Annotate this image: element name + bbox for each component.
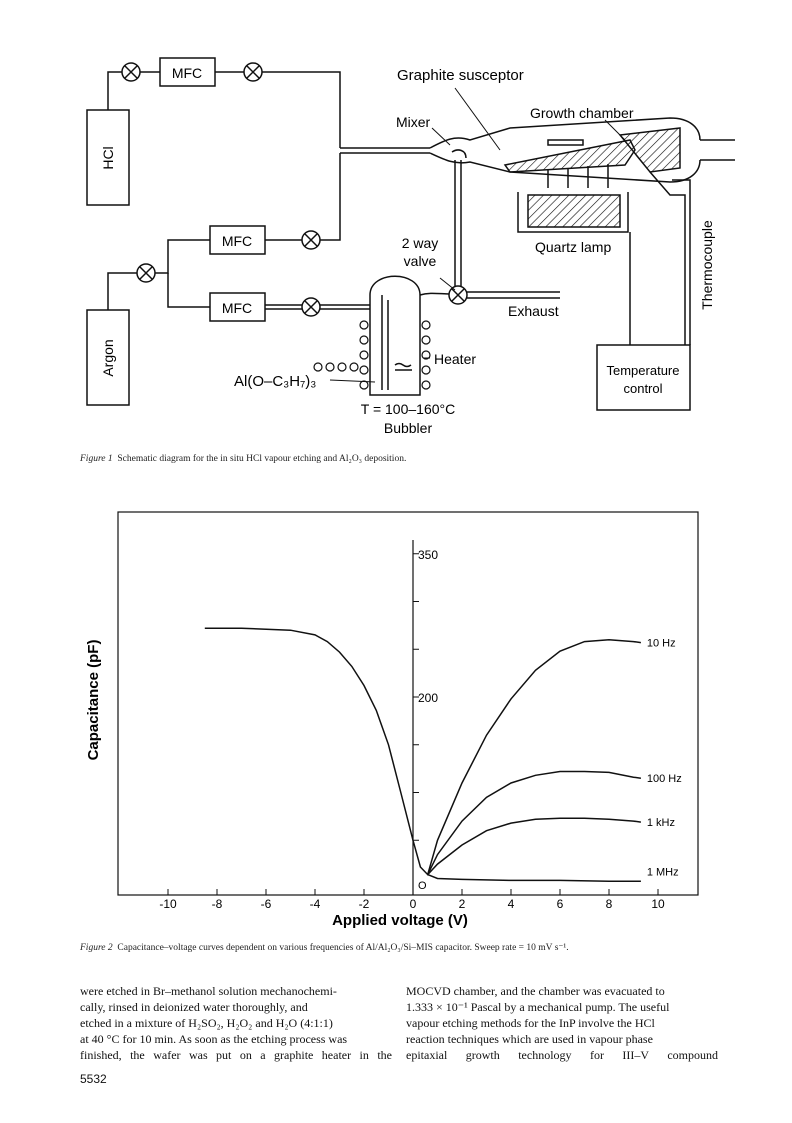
series-label: 1 MHz <box>647 866 679 878</box>
exhaust-label: Exhaust <box>508 303 559 319</box>
two-way-valve-icon <box>448 285 468 305</box>
mfc-top-label: MFC <box>172 65 202 81</box>
series-line-10hz <box>204 627 642 877</box>
series-label: 100 Hz <box>647 773 682 785</box>
series-line-1khz <box>427 817 642 876</box>
body-line: etched in a mixture of H₂SO₂, H₂O₂ and H… <box>80 1016 333 1030</box>
page-number: 5532 <box>80 1072 107 1086</box>
figure-1-caption-text: Schematic diagram for the in situ HCl va… <box>117 454 407 464</box>
x-tick-label: -6 <box>261 897 272 911</box>
two-way-valve-label-1: 2 way <box>402 235 439 251</box>
x-tick-label: -4 <box>310 897 321 911</box>
valve-icon <box>301 230 321 250</box>
body-line: were etched in Br–methanol solution mech… <box>80 984 337 998</box>
plot-frame <box>117 511 699 896</box>
valve-icon <box>136 263 156 283</box>
figure-1-caption-label: Figure 1 <box>80 454 113 464</box>
temperature-control-box <box>596 344 691 411</box>
axes <box>167 540 659 895</box>
quartz-lamp-label: Quartz lamp <box>535 239 611 255</box>
labels-group: 200 350 -10 -8 -6 -4 -2 0 2 4 6 8 10 10 Hz 100 Hz 1 kHz… <box>159 548 681 911</box>
x-tick-label: 2 <box>459 897 466 911</box>
bubbler-label: Bubbler <box>384 420 433 436</box>
argon-label: Argon <box>100 339 116 376</box>
temperature-control-label-1: Temperature <box>607 363 680 378</box>
x-tick-label: -8 <box>212 897 223 911</box>
body-right-column: MOCVD chamber, and the chamber was evacu… <box>406 983 718 1063</box>
y-tick-label: 200 <box>418 691 438 705</box>
origin-label: O <box>418 880 427 892</box>
y-axis-label: Capacitance (pF) <box>85 640 102 761</box>
temperature-control-label-2: control <box>623 381 662 396</box>
mfc-mid-label: MFC <box>222 233 252 249</box>
series-line-1mhz <box>427 873 641 883</box>
temperature-range-label: T = 100–160°C <box>361 401 455 417</box>
body-line: at 40 °C for 10 min. As soon as the etch… <box>80 1032 348 1046</box>
valve-icon <box>301 297 321 317</box>
valve-icon <box>243 62 263 82</box>
body-line: MOCVD chamber, and the chamber was evacu… <box>406 984 665 998</box>
figure-2-caption-label: Figure 2 <box>80 943 113 953</box>
x-tick-label: 0 <box>410 897 417 911</box>
heater-coil-icon <box>313 320 431 390</box>
two-way-valve-label-2: valve <box>404 253 437 269</box>
series-line-100hz <box>427 770 642 875</box>
body-line: reaction techniques which are used in va… <box>406 1032 653 1046</box>
x-tick-label: 6 <box>557 897 564 911</box>
series-group <box>204 627 642 883</box>
x-axis-label: Applied voltage (V) <box>332 912 468 929</box>
growth-chamber-label: Growth chamber <box>530 105 634 121</box>
body-line: 1.333 × 10⁻¹ Pascal by a mechanical pump… <box>406 1000 670 1014</box>
hcl-label: HCl <box>100 146 116 169</box>
mfc-bottom-label: MFC <box>222 300 252 316</box>
series-label: 1 kHz <box>647 817 675 829</box>
figure-1-schematic: MFC MFC MFC HCl Argon Graphite susceptor… <box>86 57 735 436</box>
figure-2-chart: 200 350 -10 -8 -6 -4 -2 0 2 4 6 8 10 10 Hz 100 Hz 1 kHz… <box>85 511 699 929</box>
x-tick-label: 4 <box>508 897 515 911</box>
valve-icon <box>121 62 141 82</box>
body-line: epitaxial growth technology for III–V co… <box>406 1048 718 1062</box>
mixer-label: Mixer <box>396 114 431 130</box>
body-left-column: were etched in Br–methanol solution mech… <box>80 983 392 1063</box>
body-line: vapour etching methods for the InP invol… <box>406 1016 655 1030</box>
body-line: finished, the wafer was put on a graphit… <box>80 1048 392 1062</box>
figure-2-caption: Figure 2 Capacitance–voltage curves depe… <box>80 942 569 953</box>
thermocouple-label: Thermocouple <box>699 220 715 310</box>
graphite-susceptor-label: Graphite susceptor <box>397 67 524 84</box>
figure-2-caption-text: Capacitance–voltage curves dependent on … <box>117 943 569 953</box>
precursor-label: Al(O–C₃H₇)₃ <box>234 373 316 390</box>
x-tick-label: 8 <box>606 897 613 911</box>
figure-1-caption: Figure 1 Schematic diagram for the in si… <box>80 454 406 464</box>
x-tick-label: -10 <box>159 897 177 911</box>
x-tick-label: 10 <box>651 897 665 911</box>
heater-label: Heater <box>434 351 476 367</box>
series-label: 10 Hz <box>647 638 676 650</box>
body-line: cally, rinsed in deionized water thoroug… <box>80 1000 308 1014</box>
mfc-bottom-box <box>209 292 266 322</box>
x-tick-label: -2 <box>359 897 370 911</box>
y-tick-label: 350 <box>418 548 438 562</box>
